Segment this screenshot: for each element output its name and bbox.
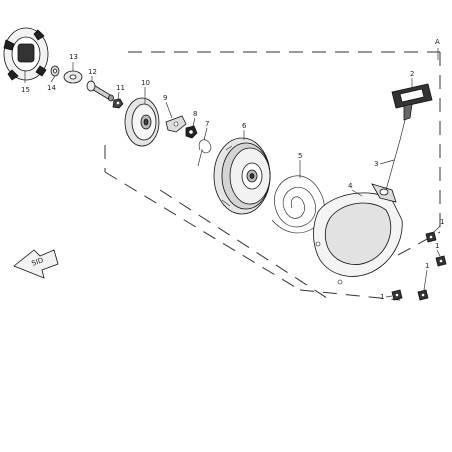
callout-labels: 15 14 13 12 11 10 9 8 7 6 5 4 3 2 1 1 1 … xyxy=(21,53,444,301)
callout-8: 8 xyxy=(193,110,197,118)
callout-1c: 1 xyxy=(425,262,429,270)
part-14-washer xyxy=(50,65,60,77)
callout-1b: 1 xyxy=(435,242,439,250)
view-marker-label: A xyxy=(435,38,440,46)
part-15-drive-plate xyxy=(3,27,49,81)
part-4-starter-housing xyxy=(313,183,403,285)
callout-1d: 1 xyxy=(380,293,384,301)
part-2-handle xyxy=(391,83,433,121)
callout-12: 12 xyxy=(88,68,97,76)
part-5-spiral-spring xyxy=(271,175,325,234)
part-3-starter-rope xyxy=(385,115,407,191)
callout-5: 5 xyxy=(298,152,302,160)
part-11-nut xyxy=(112,98,124,109)
view-marker: A xyxy=(435,38,440,60)
dashed-frame xyxy=(104,51,441,301)
bolt-1b xyxy=(435,255,447,267)
part-8-spring xyxy=(185,125,198,139)
part-13-flat-washer xyxy=(63,70,83,84)
callout-2: 2 xyxy=(410,70,414,78)
bolt-1a xyxy=(425,231,437,243)
part-7-spring-wire xyxy=(197,139,212,167)
part-1-bolts xyxy=(391,231,447,301)
leader-lines xyxy=(24,62,441,298)
direction-arrow: SID xyxy=(13,249,59,279)
callout-6: 6 xyxy=(242,122,247,130)
bolt-1d xyxy=(391,289,403,301)
direction-arrow-text: SID xyxy=(31,256,45,268)
part-10-friction-plate xyxy=(124,97,160,147)
callout-15: 15 xyxy=(21,86,30,94)
callout-14: 14 xyxy=(47,84,56,92)
callout-3: 3 xyxy=(374,160,378,168)
callout-9: 9 xyxy=(163,94,167,102)
callout-4: 4 xyxy=(348,182,353,190)
part-9-pawl xyxy=(165,115,187,133)
bolt-1c xyxy=(417,289,429,301)
callout-13: 13 xyxy=(69,53,78,61)
callout-7: 7 xyxy=(205,120,209,128)
callout-1a: 1 xyxy=(440,218,444,226)
part-6-rope-pulley xyxy=(213,137,271,215)
callout-11: 11 xyxy=(116,84,125,92)
callout-10: 10 xyxy=(141,79,150,87)
part-12-bolt xyxy=(86,80,114,102)
